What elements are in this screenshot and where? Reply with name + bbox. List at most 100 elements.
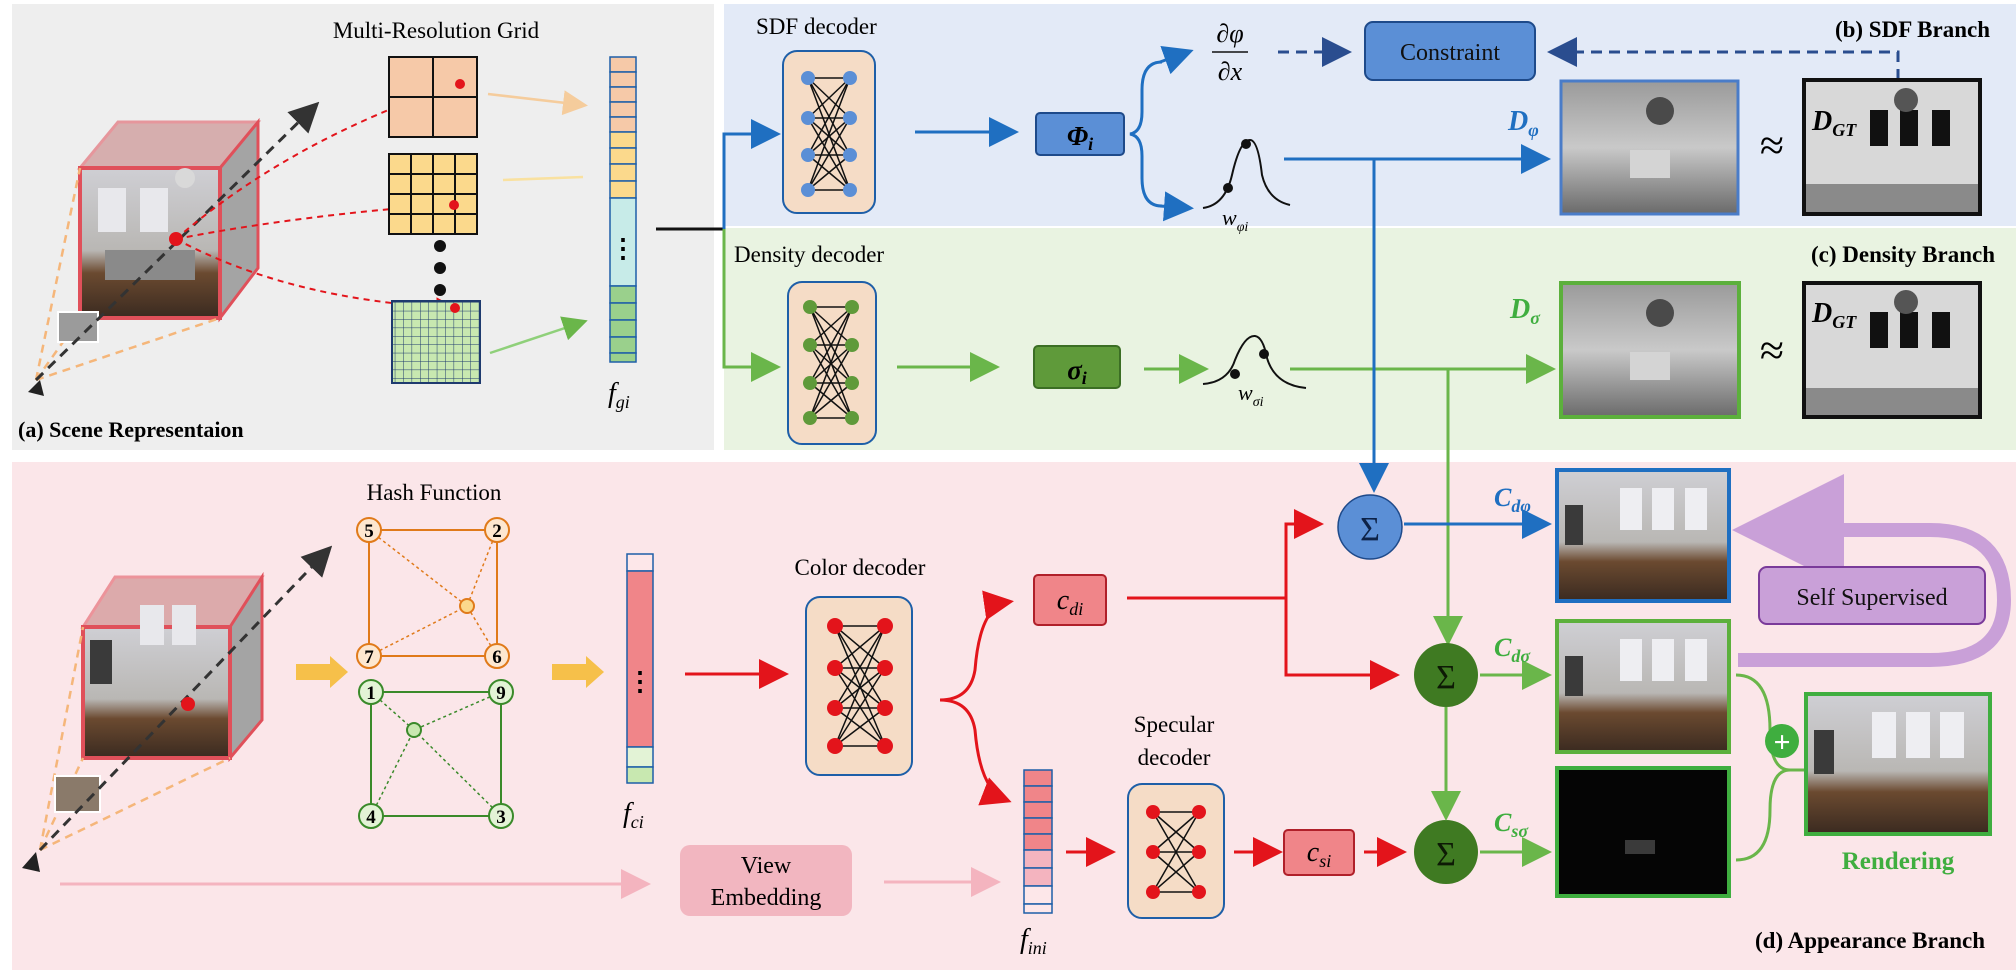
d-sigma-label: Dσ (1509, 294, 1541, 328)
approx-symbol-density: ≈ (1760, 326, 1784, 375)
sigma-i-label: σi (1067, 355, 1087, 388)
sdf-panel-title: (b) SDF Branch (1835, 17, 1990, 42)
hash-graph-green (370, 691, 502, 817)
d-gt-label-density: DGT (1811, 298, 1857, 332)
arrow-cdi-to-sum1 (1127, 509, 1324, 600)
svg-text:Σ: Σ (1360, 511, 1380, 548)
sdf-decoder-label: SDF decoder (756, 14, 877, 39)
density-panel-title: (c) Density Branch (1811, 242, 1995, 267)
fini-label: fini (1020, 924, 1047, 958)
constraint-label: Constraint (1400, 40, 1500, 66)
c-si-box (1283, 829, 1355, 876)
grid-ellipsis-dot (434, 262, 446, 274)
constraint-box (1364, 21, 1536, 81)
feature-vector-fci (626, 553, 654, 784)
svg-text:6: 6 (492, 647, 502, 668)
c-di-box (1033, 574, 1107, 626)
grid-ellipsis-dot (434, 284, 446, 296)
color-decoder-net (805, 596, 913, 776)
scene-panel-title: (a) Scene Representaion (18, 417, 244, 442)
arrow-to-hash (296, 656, 348, 688)
hash-node-5: 5 (356, 517, 382, 543)
svg-text:7: 7 (364, 647, 374, 668)
view-embedding-label-2: Embedding (711, 885, 822, 911)
svg-text:5: 5 (364, 521, 374, 542)
c-dsigma-label: Cdσ (1494, 633, 1531, 666)
arrow-grid2-feature (502, 175, 584, 182)
depth-image-dsigma (1559, 281, 1741, 419)
feature-vector-fini (1023, 769, 1053, 914)
weight-curve-sigma (1202, 335, 1307, 389)
density-panel-bg (724, 228, 2016, 450)
phi-i-label: Φi (1067, 121, 1093, 154)
final-render-image (1804, 692, 1992, 836)
fci-label: fci (623, 798, 644, 832)
self-supervised-label: Self Supervised (1796, 585, 1947, 611)
arrow-hash-to-feature (552, 656, 604, 688)
grid-medium (388, 153, 478, 235)
rendering-label: Rendering (1842, 848, 1955, 875)
sdf-brace (1129, 60, 1163, 208)
svg-text:4: 4 (366, 807, 376, 828)
svg-text:9: 9 (496, 683, 506, 704)
gradient-denominator: ∂x (1218, 57, 1243, 86)
scene-cube-top (76, 117, 262, 323)
svg-text:+: + (1773, 726, 1790, 759)
view-embedding-box (680, 845, 852, 916)
camera-eye-icon (28, 380, 44, 396)
c-di-label: cdi (1057, 585, 1083, 619)
fci-dots: ⋮ (627, 667, 653, 696)
grid-coarse (388, 56, 478, 138)
c-ssigma-label: Csσ (1494, 808, 1529, 841)
hash-node-2: 2 (484, 517, 510, 543)
hash-graph-orange (368, 529, 498, 657)
fgi-dots: ⋮ (610, 234, 636, 263)
depth-gt-image-sdf (1802, 78, 1982, 216)
hash-function-label: Hash Function (367, 480, 502, 505)
svg-text:3: 3 (496, 807, 506, 828)
sum-node-2: Σ (1414, 643, 1478, 707)
w-sigma-label: wσi (1238, 380, 1264, 410)
svg-text:Σ: Σ (1436, 659, 1456, 696)
grid-fine (391, 300, 481, 384)
c-si-label: csi (1307, 837, 1331, 871)
depth-image-dphi (1559, 79, 1740, 216)
density-decoder-label: Density decoder (734, 242, 884, 267)
arrow-to-gradient (1159, 45, 1194, 75)
plus-icon: + (1765, 724, 1799, 759)
d-gt-label-sdf: DGT (1811, 106, 1857, 140)
render-image-cdsigma (1555, 619, 1731, 754)
hash-node-6: 6 (484, 643, 510, 669)
specular-decoder-net (1127, 783, 1225, 919)
sdf-decoder-net (782, 50, 876, 214)
hash-node-7: 7 (356, 643, 382, 669)
arrow-to-weight (1159, 191, 1194, 222)
camera-eye-icon-bottom (22, 852, 40, 872)
hash-node-1: 1 (358, 679, 384, 705)
hash-node-4: 4 (358, 803, 384, 829)
self-supervised-loop (1732, 474, 2012, 667)
multi-res-grid-label: Multi-Resolution Grid (333, 18, 540, 43)
arrow-color-to-fini (939, 698, 1012, 806)
arrow-cdi-to-sum2 (1284, 598, 1400, 690)
arrow-gt-to-constraint (1547, 37, 1900, 80)
render-image-cssigma (1555, 766, 1731, 898)
scene-cube-bottom (80, 571, 265, 763)
sigma-i-box (1033, 345, 1121, 389)
sum-node-3: Σ (1414, 820, 1478, 884)
arrow-grid3-feature (489, 316, 588, 355)
feature-vector-fgi (609, 56, 637, 363)
svg-text:2: 2 (492, 521, 502, 542)
d-phi-label: Dφ (1507, 106, 1539, 140)
svg-text:Σ: Σ (1436, 836, 1456, 873)
svg-text:1: 1 (366, 683, 376, 704)
sum-node-1: Σ (1337, 494, 1403, 560)
camera-frustum-bottom (38, 626, 231, 852)
specular-decoder-label-2: decoder (1138, 745, 1211, 770)
self-supervised-box (1758, 566, 1986, 625)
w-phi-label: wφi (1222, 205, 1248, 235)
hash-node-3: 3 (488, 803, 514, 829)
hash-node-9: 9 (488, 679, 514, 705)
